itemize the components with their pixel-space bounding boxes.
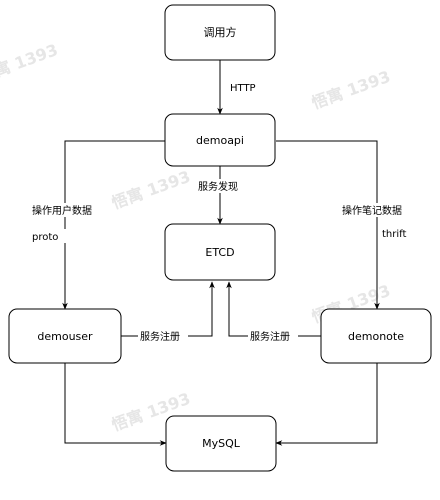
node-demoapi-label: demoapi <box>196 134 244 147</box>
label-demonote-service-registration: 服务注册 <box>250 330 290 343</box>
node-caller-label: 调用方 <box>204 25 237 39</box>
label-note-data-operations: 操作笔记数据 <box>342 204 402 217</box>
label-demouser-service-registration: 服务注册 <box>140 330 180 343</box>
node-demoapi: demoapi <box>164 113 276 167</box>
edge-demouser-to-mysql <box>64 363 167 446</box>
node-etcd-label: ETCD <box>205 246 234 259</box>
node-mysql-label: MySQL <box>202 437 241 450</box>
node-demouser: demouser <box>8 308 122 364</box>
node-mysql: MySQL <box>165 415 277 472</box>
label-proto: proto <box>32 232 58 243</box>
node-caller: 调用方 <box>164 4 276 61</box>
watermark: 悟寓 1393 <box>309 67 393 113</box>
edge-demoapi-to-demouser <box>62 140 165 310</box>
node-demouser-label: demouser <box>37 330 93 343</box>
node-etcd: ETCD <box>164 223 276 281</box>
nodes: 调用方 demoapi ETCD demouser demonote MySQL <box>8 4 432 472</box>
edge-demouser-to-etcd <box>121 281 215 337</box>
node-demonote-label: demonote <box>348 330 404 343</box>
edge-demoapi-to-demonote <box>276 140 380 310</box>
node-demonote: demonote <box>320 308 432 364</box>
edge-demonote-to-etcd <box>226 281 321 337</box>
label-user-data-operations: 操作用户数据 <box>32 204 92 217</box>
label-service-discovery: 服务发现 <box>198 180 238 193</box>
label-thrift: thrift <box>382 229 406 240</box>
label-http: HTTP <box>230 83 256 94</box>
watermark: 悟寓 1393 <box>109 167 193 213</box>
edge-demonote-to-mysql <box>275 363 378 446</box>
watermark: 悟寓 1393 <box>0 40 60 86</box>
edge-labels: HTTP 服务发现 操作用户数据 proto 操作笔记数据 thrift 服务注… <box>30 80 414 343</box>
